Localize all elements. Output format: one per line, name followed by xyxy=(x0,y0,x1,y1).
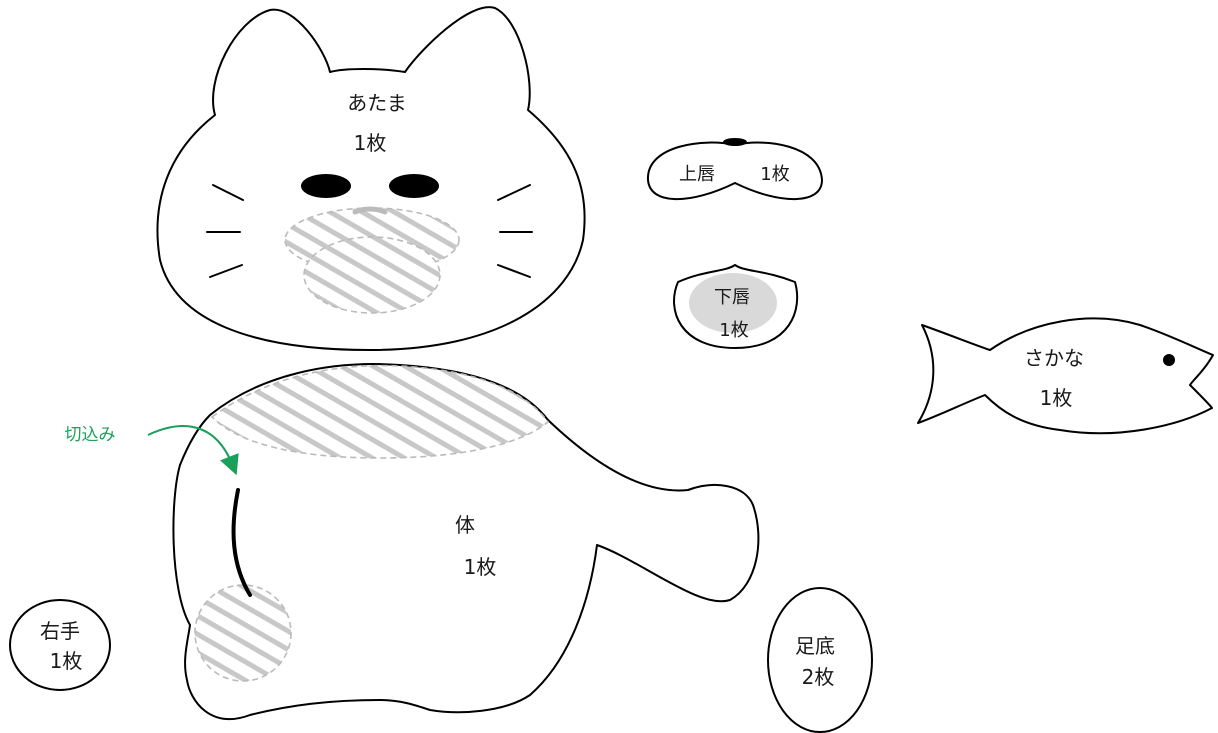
upper-lip-mark xyxy=(723,138,747,146)
right-hand-label: 右手 xyxy=(40,619,80,643)
sole-outline xyxy=(767,587,873,733)
body-label: 体 xyxy=(455,513,475,537)
head-piece: あたま 1枚 xyxy=(156,6,586,351)
muzzle-hatch-lower xyxy=(303,236,441,314)
muzzle-top-mark xyxy=(352,206,388,215)
fish-label: さかな xyxy=(1024,346,1084,370)
whisker-left-3 xyxy=(209,264,243,278)
whisker-right-3 xyxy=(497,264,531,278)
head-count: 1枚 xyxy=(354,131,387,155)
left-eye xyxy=(301,174,351,198)
whisker-right-1 xyxy=(497,184,531,201)
body-piece: 切込み 体 1枚 xyxy=(65,363,760,721)
upper-lip-piece: 上唇 1枚 xyxy=(646,138,823,201)
body-count: 1枚 xyxy=(464,555,497,579)
chest-hatch xyxy=(210,364,550,459)
sole-label: 足底 xyxy=(795,634,835,658)
head-label: あたま xyxy=(347,91,406,115)
fish-eye xyxy=(1163,354,1175,366)
fish-outline xyxy=(917,317,1214,435)
sole-piece: 足底 2枚 xyxy=(767,587,873,733)
lower-lip-piece: 下唇 1枚 xyxy=(673,264,799,349)
right-hand-count: 1枚 xyxy=(50,649,83,673)
slit-note: 切込み xyxy=(65,425,116,445)
paw-hatch xyxy=(194,584,292,682)
upper-lip-count: 1枚 xyxy=(760,164,789,185)
right-eye xyxy=(389,174,439,198)
slit-arrow xyxy=(147,425,239,476)
upper-lip-outline xyxy=(646,141,823,201)
lower-lip-count: 1枚 xyxy=(719,320,748,341)
slit-line xyxy=(231,488,252,597)
lower-lip-fill xyxy=(689,273,777,333)
fish-count: 1枚 xyxy=(1040,386,1073,410)
fish-piece: さかな 1枚 xyxy=(917,317,1214,435)
upper-lip-label: 上唇 xyxy=(679,164,715,185)
sole-count: 2枚 xyxy=(802,665,835,689)
right-hand-piece: 右手 1枚 xyxy=(9,599,111,691)
lower-lip-label: 下唇 xyxy=(714,287,750,308)
head-outline xyxy=(156,6,586,351)
whisker-left-1 xyxy=(212,184,244,201)
right-hand-outline xyxy=(9,599,111,691)
